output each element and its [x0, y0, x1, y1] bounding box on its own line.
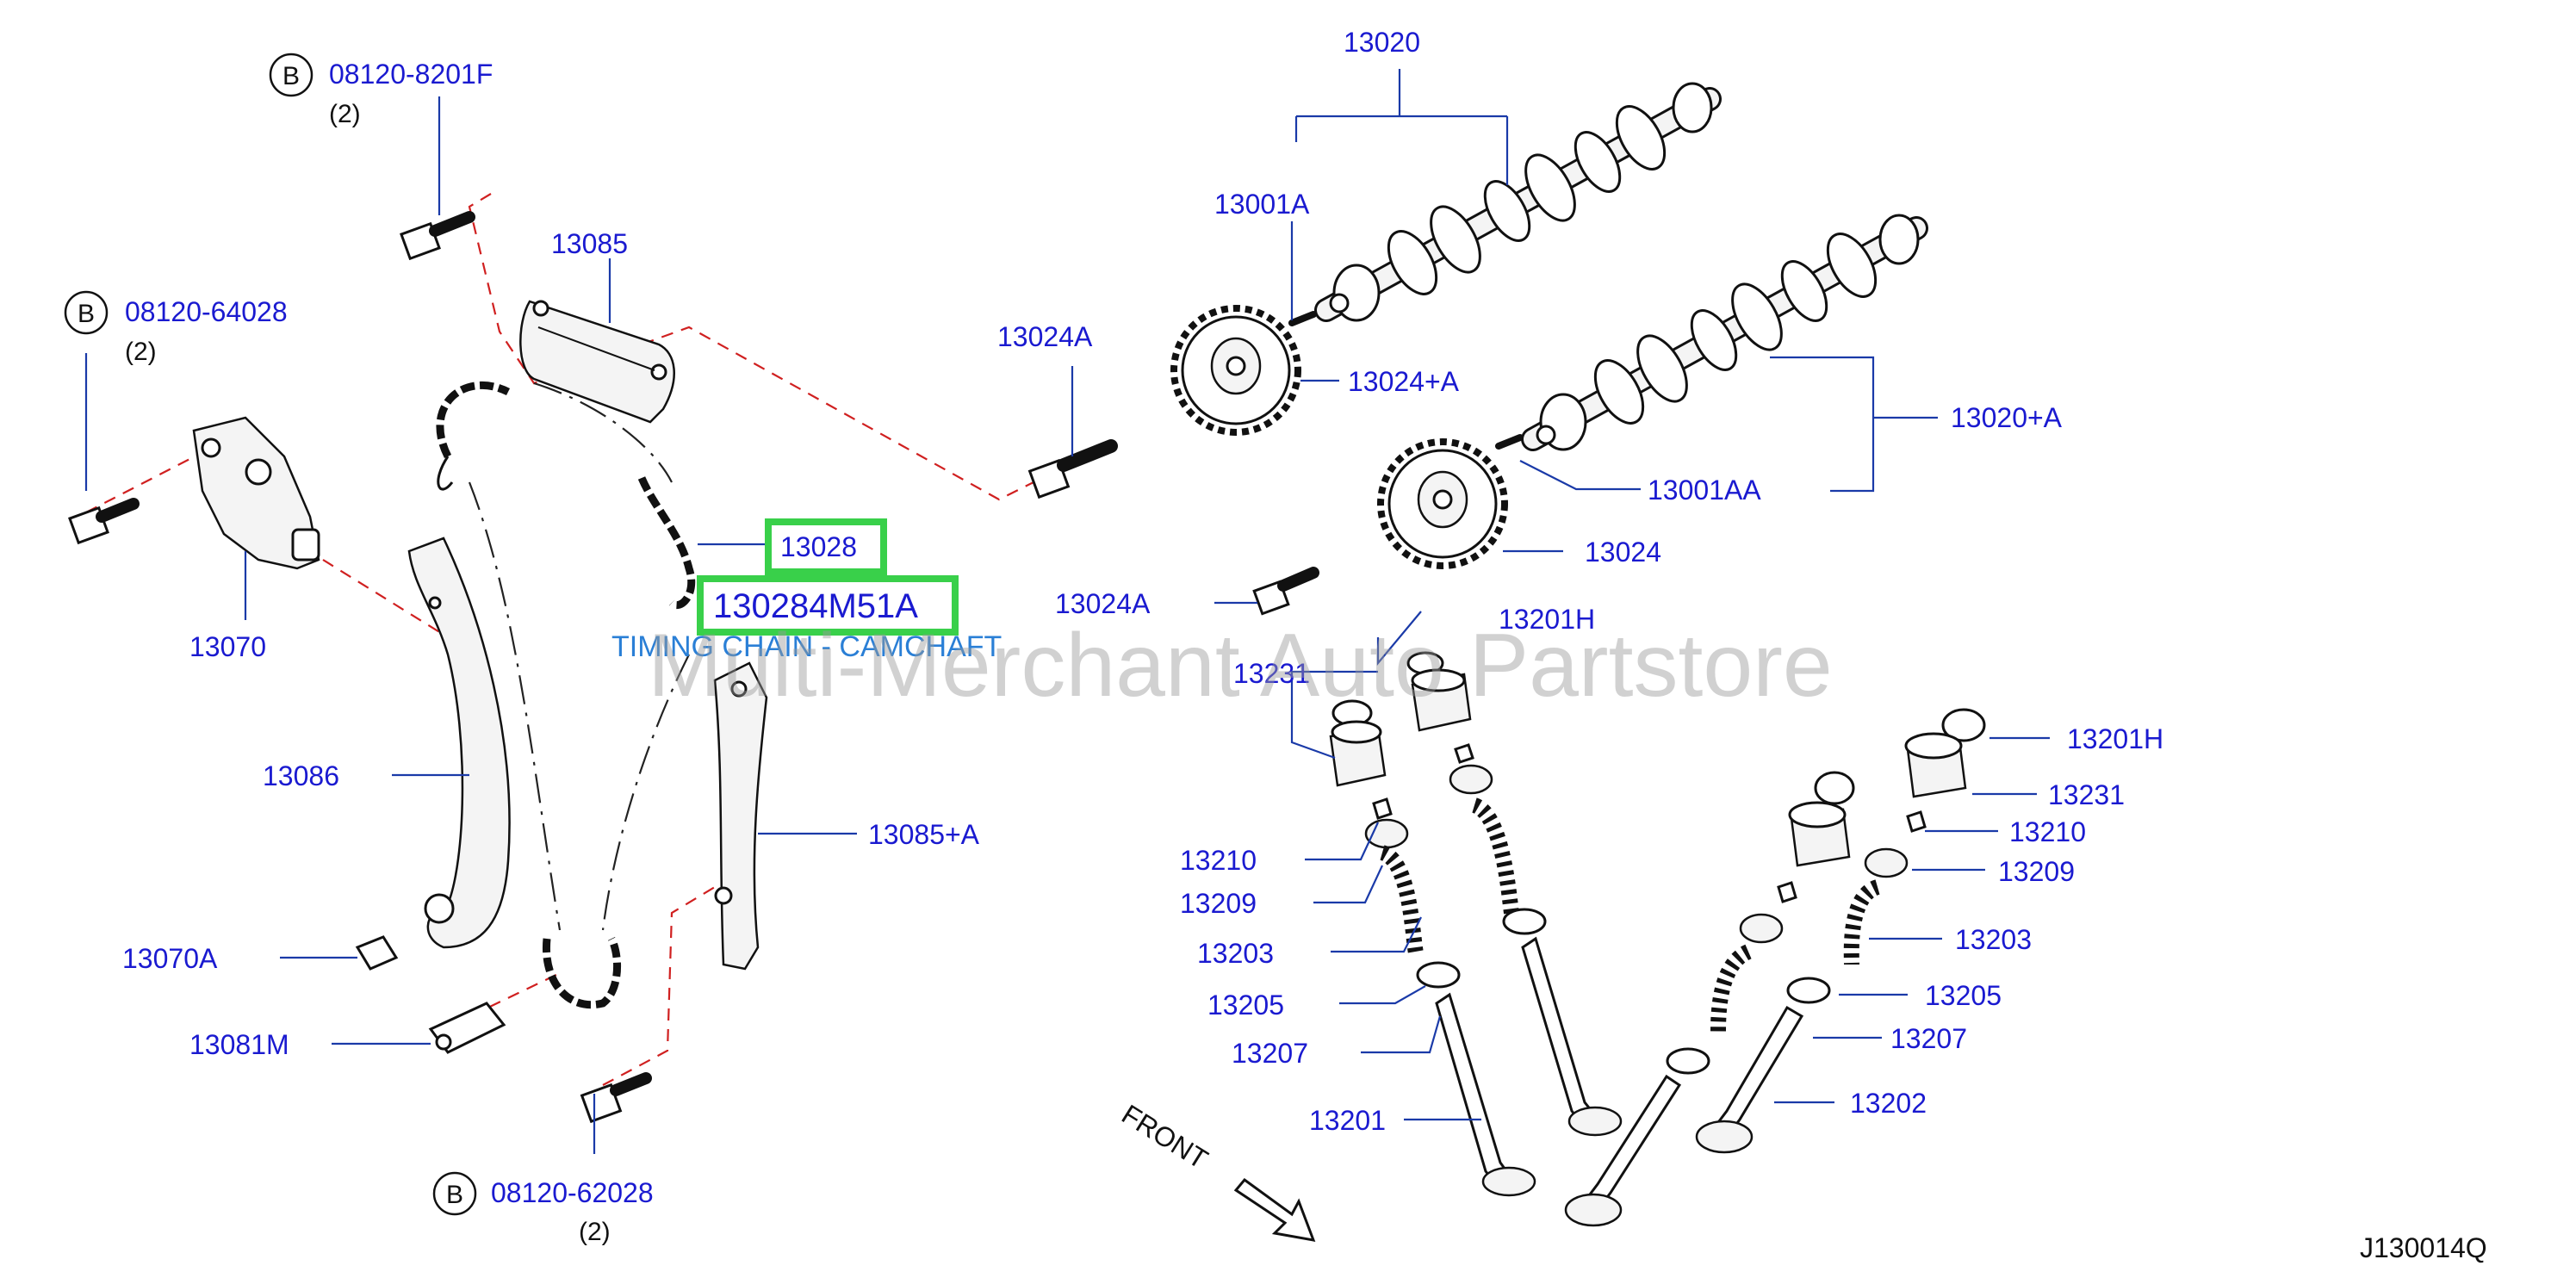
label-08120-64028[interactable]: 08120-64028	[125, 296, 288, 327]
label-13203-a[interactable]: 13203	[1197, 938, 1274, 969]
front-arrow-icon	[1233, 1177, 1316, 1242]
assembly-line-left	[85, 454, 449, 638]
label-13231-b[interactable]: 13231	[2048, 779, 2125, 810]
ref-circle-b-bottom: B	[432, 1171, 477, 1216]
plug-13081M	[428, 1002, 506, 1054]
valve-train-group-b	[1564, 708, 1986, 1227]
sprocket-13024plusA	[1170, 305, 1301, 436]
leader-lines	[84, 69, 2050, 1154]
label-13205-a[interactable]: 13205	[1207, 990, 1284, 1021]
label-13205-b[interactable]: 13205	[1925, 980, 2002, 1011]
label-13210-a[interactable]: 13210	[1180, 845, 1257, 876]
chain-tensioner-13070	[192, 416, 320, 570]
label-13209-b[interactable]: 13209	[1998, 856, 2075, 887]
watermark: Multi-Merchant Auto Partstore	[648, 616, 1833, 716]
dowel-pin-lower	[1495, 434, 1524, 450]
label-13024A-top[interactable]: 13024A	[997, 321, 1093, 352]
label-13207-a[interactable]: 13207	[1232, 1038, 1308, 1069]
label-13202[interactable]: 13202	[1850, 1088, 1927, 1119]
label-13028[interactable]: 13028	[780, 531, 857, 562]
timing-chain-lower	[542, 936, 622, 1009]
camshaft-upper	[1314, 82, 1722, 322]
slack-guide-13085A	[713, 661, 768, 971]
label-13081M[interactable]: 13081M	[189, 1029, 289, 1060]
label-13020plusA[interactable]: 13020+A	[1951, 402, 2063, 433]
label-08120-62028[interactable]: 08120-62028	[491, 1177, 654, 1208]
chain-path-right	[533, 382, 690, 931]
svg-text:B: B	[282, 62, 300, 90]
valve-train-group-a	[1329, 651, 1623, 1197]
label-13207-b[interactable]: 13207	[1890, 1023, 1967, 1054]
label-13085plusA[interactable]: 13085+A	[868, 819, 980, 850]
label-qty-bottom: (2)	[579, 1218, 611, 1246]
label-13209-a[interactable]: 13209	[1180, 888, 1257, 919]
highlight-130284M51A	[697, 575, 959, 636]
chain-guide-13085	[519, 300, 675, 424]
label-13070A[interactable]: 13070A	[122, 943, 218, 974]
label-13024[interactable]: 13024	[1585, 537, 1661, 568]
label-13070[interactable]: 13070	[189, 631, 266, 662]
label-13231-a[interactable]: 13231	[1233, 658, 1310, 689]
sprocket-13024	[1377, 438, 1508, 569]
label-13001A[interactable]: 13001A	[1214, 189, 1310, 220]
ref-circle-b-top: B	[269, 53, 313, 97]
label-08120-8201F[interactable]: 08120-8201F	[329, 59, 493, 90]
ref-circle-b-left: B	[64, 290, 109, 335]
timing-chain-upper	[436, 381, 696, 609]
label-13020[interactable]: 13020	[1344, 27, 1420, 58]
bolt-13024A-mid	[1252, 567, 1319, 616]
label-13210-b[interactable]: 13210	[2009, 816, 2086, 847]
label-130284M51A[interactable]: 130284M51A	[713, 587, 918, 625]
camshaft-lower	[1521, 214, 1928, 451]
svg-text:B: B	[78, 300, 95, 328]
label-13201H-b[interactable]: 13201H	[2067, 723, 2163, 754]
bolt-top-left	[400, 211, 475, 261]
dowel-pin-upper	[1288, 311, 1317, 326]
label-qty-top: (2)	[329, 100, 361, 128]
chain-path-left	[468, 481, 562, 931]
svg-text:B: B	[446, 1181, 463, 1209]
label-13201H-a[interactable]: 13201H	[1499, 604, 1595, 635]
highlight-13028	[765, 518, 887, 575]
label-13201[interactable]: 13201	[1309, 1105, 1386, 1136]
label-13085[interactable]: 13085	[551, 228, 628, 259]
label-13086[interactable]: 13086	[263, 760, 339, 791]
bolt-bottom	[580, 1072, 652, 1124]
plug-13070A	[355, 935, 399, 971]
label-13001AA[interactable]: 13001AA	[1648, 475, 1761, 506]
assembly-line-bottom	[451, 886, 716, 1086]
label-qty-left: (2)	[125, 338, 157, 366]
tensioner-arm-13086	[407, 537, 511, 949]
label-13024plusA[interactable]: 13024+A	[1348, 366, 1460, 397]
bolt-left	[68, 498, 140, 545]
front-label: FRONT	[1116, 1098, 1214, 1175]
diagram-code: J130014Q	[2360, 1232, 2487, 1263]
bolt-13024A-top	[1027, 439, 1118, 499]
label-13024A-mid[interactable]: 13024A	[1055, 588, 1151, 619]
timing-chain-description: TIMING CHAIN - CAMCHAFT	[611, 630, 1002, 663]
label-13203-b[interactable]: 13203	[1955, 924, 2032, 955]
